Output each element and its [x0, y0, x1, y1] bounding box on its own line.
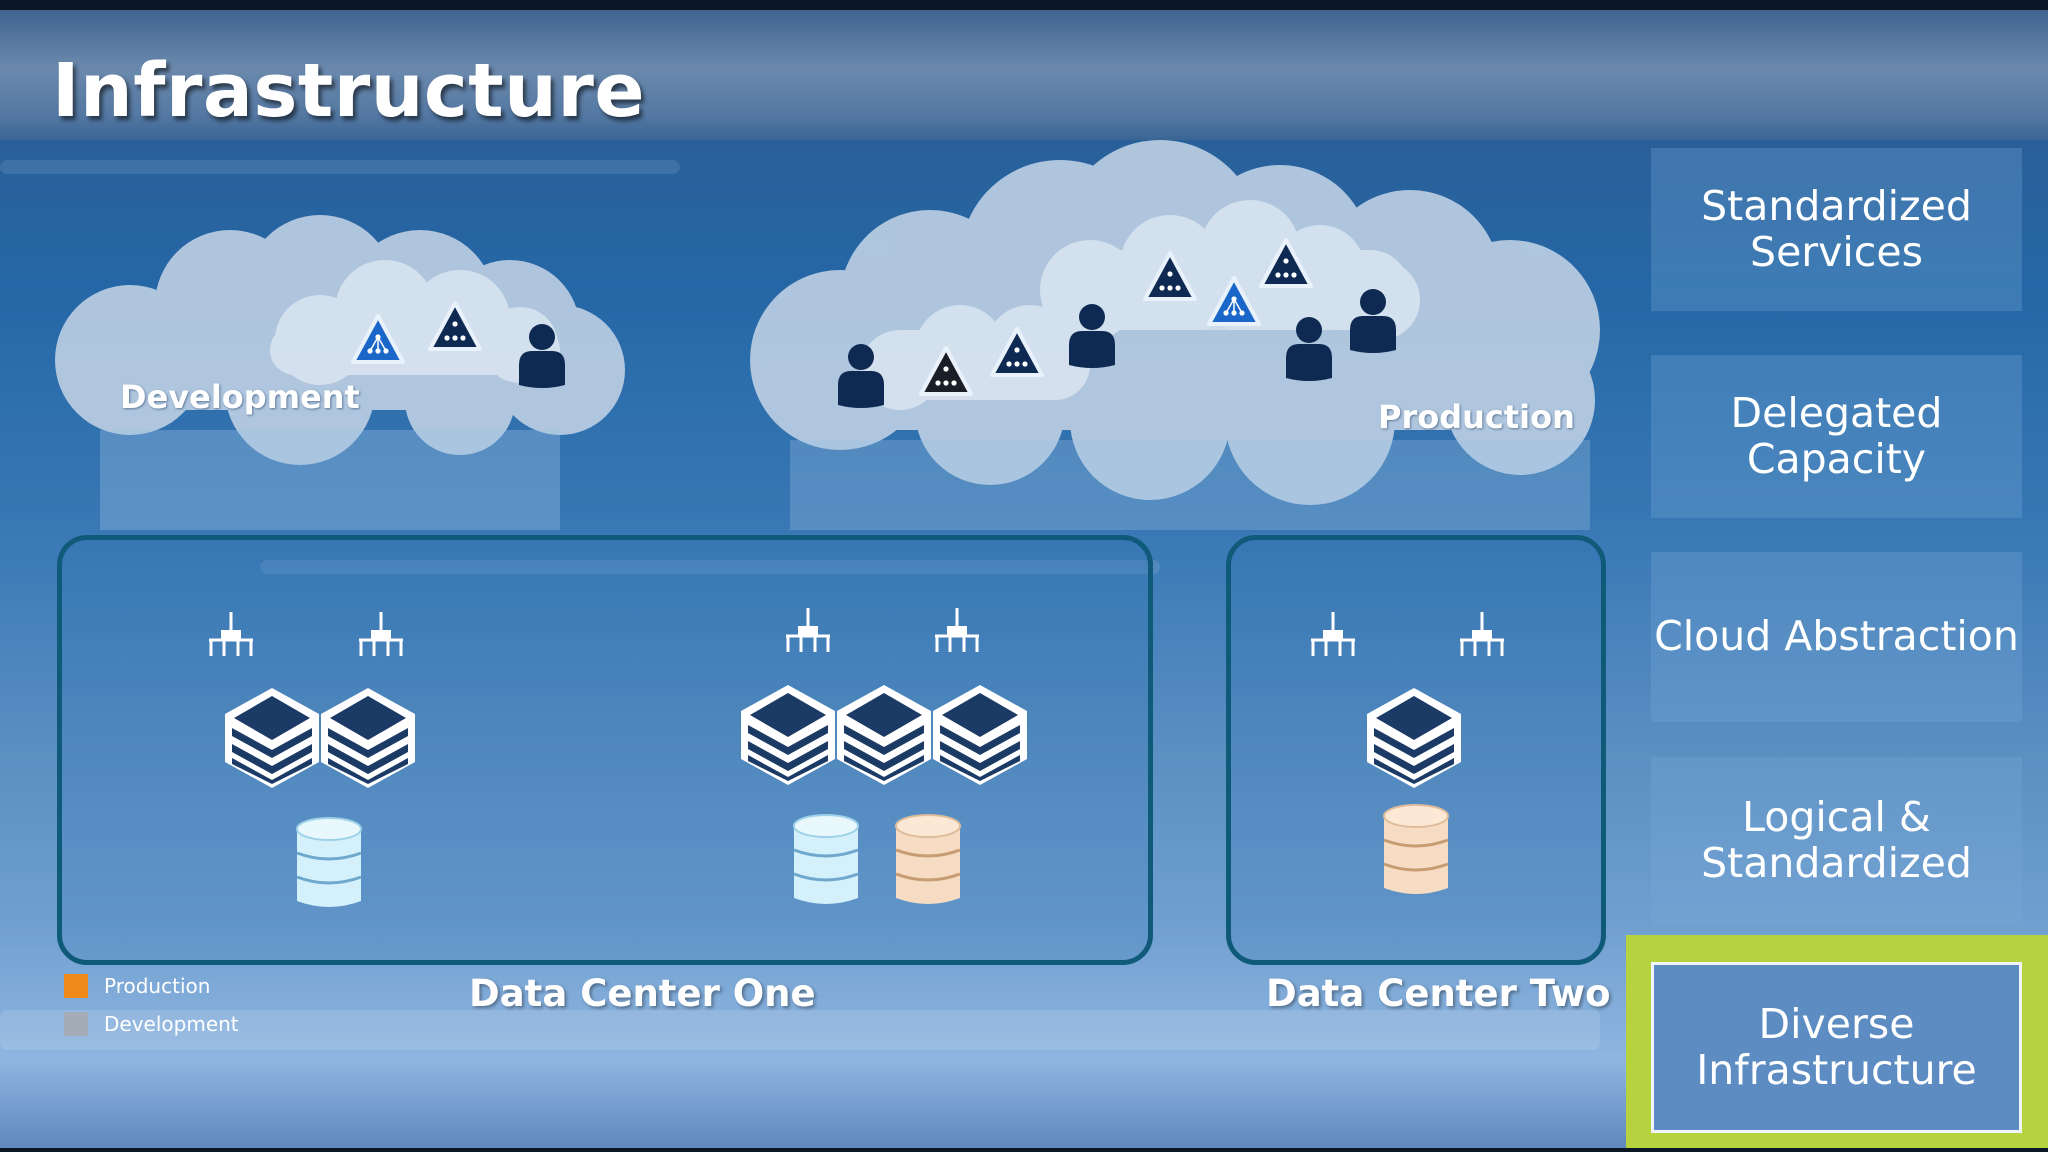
production-service-icon [1143, 251, 1197, 301]
layer-diverse-infrastructure[interactable]: Diverse Infrastructure [1651, 962, 2022, 1133]
top-bar [0, 0, 2048, 10]
production-user-icon [1286, 317, 1332, 381]
legend-label-development: Development [104, 1012, 239, 1036]
production-service-icon [1207, 276, 1261, 326]
layer-cloud-abstraction[interactable]: Cloud Abstraction [1651, 552, 2022, 722]
data-center-one-label: Data Center One [469, 972, 816, 1015]
development-database-icon [295, 816, 363, 909]
layer-label: Delegated Capacity [1730, 389, 1943, 483]
layer-label: Logical & Standardized [1701, 793, 1972, 887]
layer-logical-standardized[interactable]: Logical & Standardized [1651, 757, 2022, 924]
development-service-icon [351, 314, 405, 364]
layer-standardized-services[interactable]: Standardized Services [1651, 148, 2022, 311]
development-cloud-label: Development [120, 378, 360, 416]
slide-title: Infrastructure [52, 48, 646, 134]
layer-delegated-capacity[interactable]: Delegated Capacity [1651, 355, 2022, 518]
production-database-icon [894, 813, 962, 906]
network-switch-icon [1458, 610, 1506, 658]
bottom-bar [0, 1148, 2048, 1152]
network-switch-icon [933, 606, 981, 654]
server-icon [837, 685, 931, 785]
production-user-icon [1069, 304, 1115, 368]
background-streak [260, 560, 1160, 574]
legend-swatch-production [64, 974, 88, 998]
server-icon [321, 688, 415, 788]
production-cloud-base [790, 440, 1590, 530]
server-icon [1367, 688, 1461, 788]
data-center-two-label: Data Center Two [1266, 972, 1611, 1015]
background-streak [0, 160, 680, 174]
development-cloud-base [100, 430, 560, 530]
production-service-icon [990, 327, 1044, 377]
layer-label: Standardized Services [1701, 182, 1972, 276]
title-band [0, 10, 2048, 140]
legend-swatch-development [64, 1012, 88, 1036]
server-icon [225, 688, 319, 788]
production-cloud-label: Production [1378, 398, 1575, 436]
layer-label: Diverse Infrastructure [1696, 1000, 1977, 1094]
network-switch-icon [784, 606, 832, 654]
production-user-icon [838, 344, 884, 408]
production-service-icon [1259, 238, 1313, 288]
development-database-icon [792, 813, 860, 906]
server-icon [741, 685, 835, 785]
legend-label-production: Production [104, 974, 211, 998]
network-switch-icon [357, 610, 405, 658]
network-switch-icon [1309, 610, 1357, 658]
development-user-icon [519, 324, 565, 388]
network-switch-icon [207, 610, 255, 658]
production-service-icon [919, 346, 973, 396]
production-database-icon [1382, 803, 1450, 896]
server-icon [933, 685, 1027, 785]
background-streak [0, 1010, 1600, 1050]
development-service-icon [428, 301, 482, 351]
layer-label: Cloud Abstraction [1654, 612, 2019, 661]
production-user-icon [1350, 289, 1396, 353]
